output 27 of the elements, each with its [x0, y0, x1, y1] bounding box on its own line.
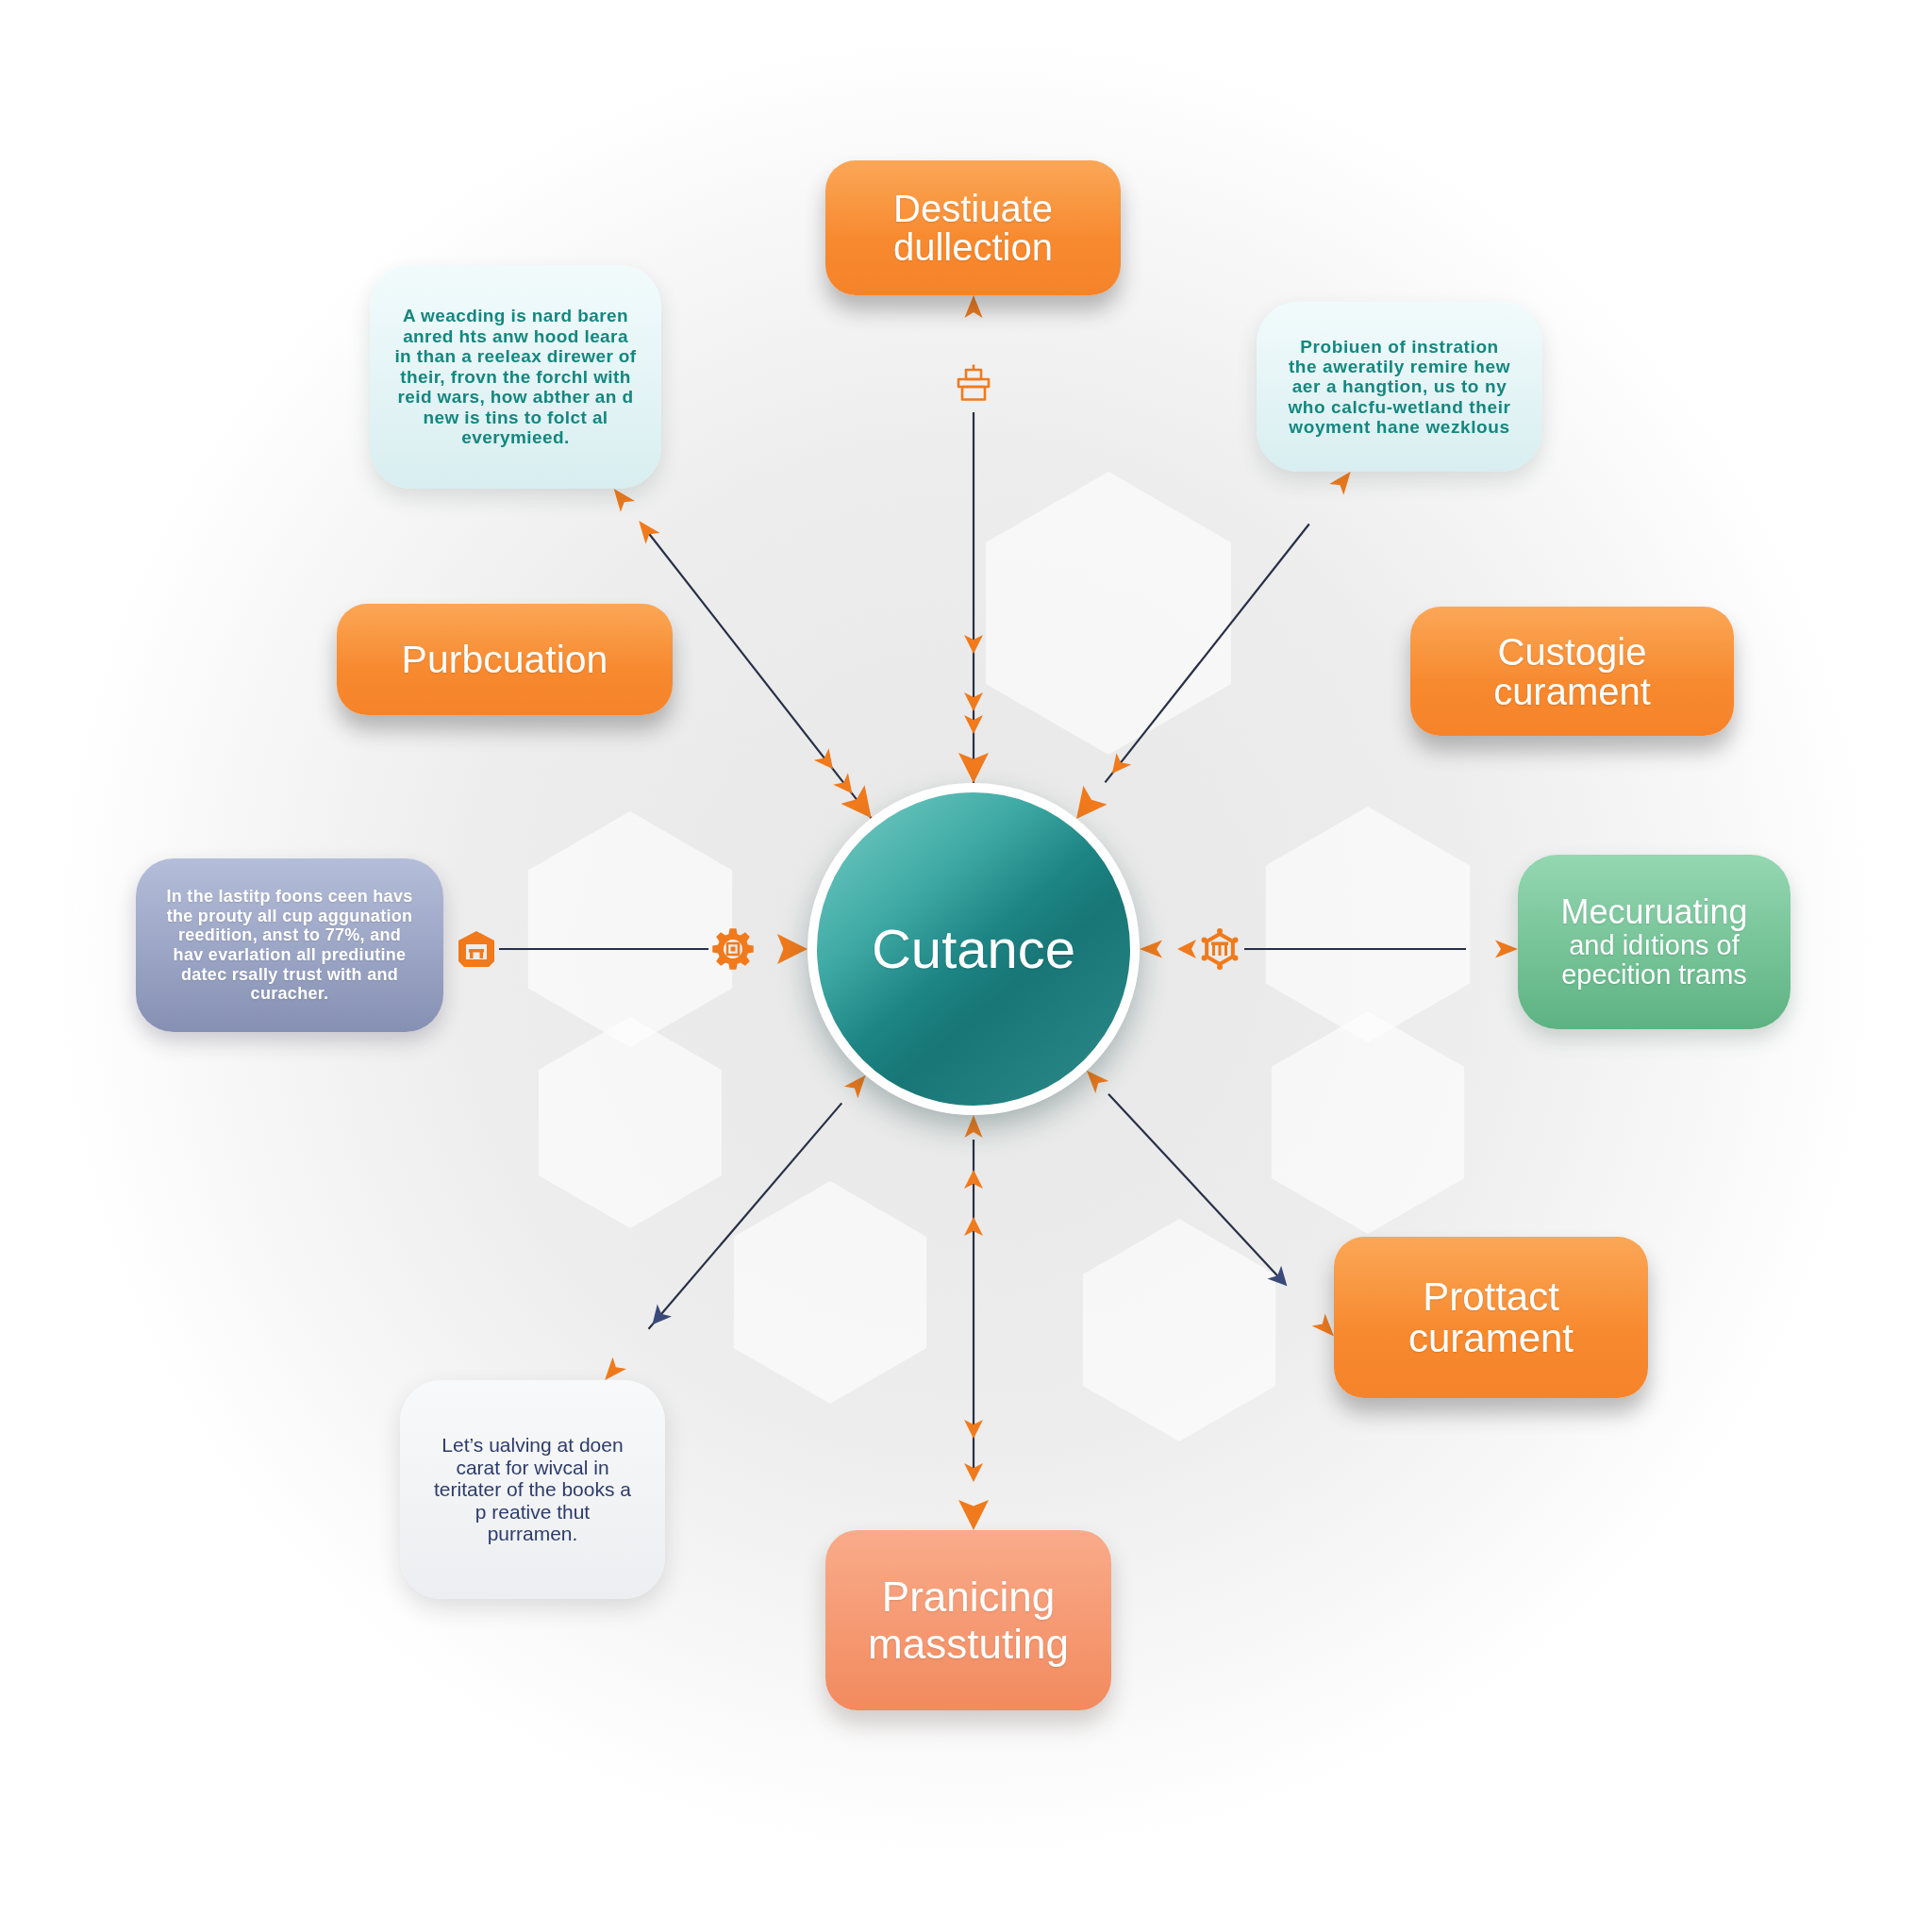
process-box: [1334, 1237, 1648, 1398]
text-card: [1257, 302, 1542, 472]
node-text: and idıtions of epecition trams: [1560, 930, 1748, 991]
connector: [1140, 940, 1518, 958]
node-label: Custogie curament: [1492, 631, 1652, 711]
node-label: Purbcuation: [401, 640, 608, 679]
process-box: [1410, 607, 1734, 736]
hub-label: Cutance: [872, 922, 1075, 976]
card-text: Probiuen of instration the aweratily remire hew aer a hangtion, us to ny who calcfu-wetland their woyment hane wezklous: [1287, 336, 1512, 438]
node-label: Pranicing masstuting: [867, 1574, 1070, 1667]
process-box: [825, 1530, 1111, 1710]
connector: [958, 1115, 989, 1530]
node-title: Mecuruating: [1560, 893, 1748, 931]
process-box: [1518, 855, 1790, 1029]
connector: [1075, 471, 1352, 820]
text-card: [400, 1380, 665, 1599]
card-text: Let’s ualving at doen carat for wivcal in teritater of the books a p reative thut purramen.: [433, 1434, 632, 1545]
card-text: In the lastitp foons ceen havs the prouty all cup aggunation reedition, anst to 77%, and hav evarlation all prediutine datec rsally trust with and curacher.: [166, 886, 413, 1005]
connector: [612, 488, 873, 819]
process-box: [337, 604, 673, 715]
node-label: Prottact curament: [1407, 1276, 1575, 1358]
process-box: [825, 160, 1121, 295]
card-text: A weacding is nard baren anred hts anw hood leara in than a reeleax direwer of their, frovn the forchl with reid wars, how abther an d new is tins to folct al everymieed.: [393, 306, 638, 448]
text-card: [370, 265, 661, 489]
text-card: [136, 858, 443, 1032]
connector: [604, 1074, 867, 1381]
node-label: Destiuate dullection: [892, 189, 1054, 267]
